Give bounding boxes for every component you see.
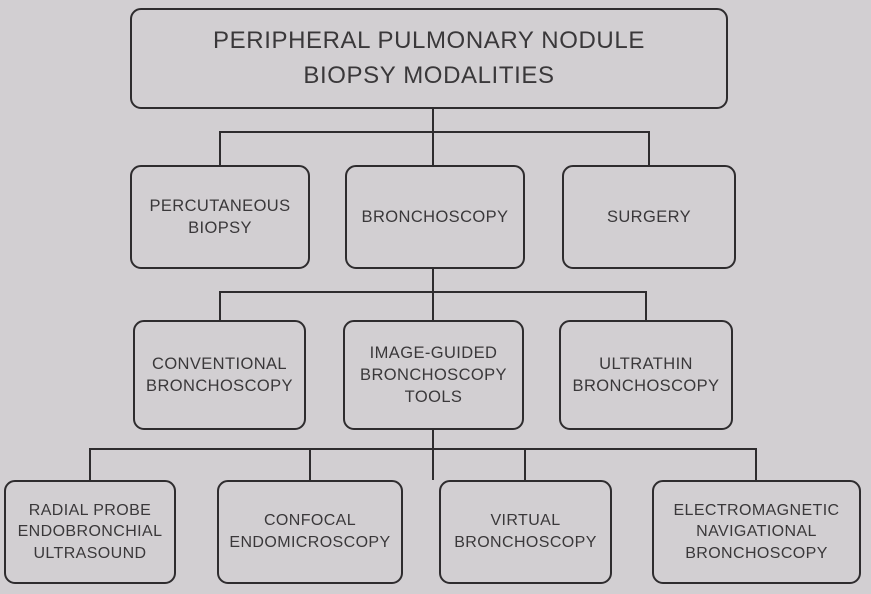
node-percutaneous-biopsy-label: PERCUTANEOUS BIOPSY (149, 196, 291, 237)
node-image-guided-bronchoscopy-tools-label: IMAGE-GUIDED BRONCHOSCOPY TOOLS (360, 343, 507, 407)
node-electromagnetic-navigational-bronchoscopy-label: ELECTROMAGNETIC NAVIGATIONAL BRONCHOSCOP… (673, 501, 840, 562)
node-bronchoscopy-label: BRONCHOSCOPY (361, 207, 509, 226)
node-conventional-bronchoscopy-label: CONVENTIONAL BRONCHOSCOPY (146, 354, 293, 395)
node-image-guided-bronchoscopy-tools: IMAGE-GUIDED BRONCHOSCOPY TOOLS (343, 320, 524, 430)
connector-drop-surgery (648, 131, 650, 165)
node-bronchoscopy: BRONCHOSCOPY (345, 165, 525, 269)
node-ultrathin-bronchoscopy: ULTRATHIN BRONCHOSCOPY (559, 320, 733, 430)
connector-drop-conventional (219, 291, 221, 320)
node-percutaneous-biopsy: PERCUTANEOUS BIOPSY (130, 165, 310, 269)
connector-level2-bus (219, 131, 650, 133)
node-surgery-label: SURGERY (606, 207, 692, 226)
node-virtual-bronchoscopy-label: VIRTUAL BRONCHOSCOPY (454, 512, 597, 551)
connector-drop-virtual (524, 448, 526, 480)
connector-drop-percutaneous (219, 131, 221, 165)
connector-drop-ultrathin (645, 291, 647, 320)
node-ultrathin-bronchoscopy-label: ULTRATHIN BRONCHOSCOPY (572, 354, 720, 395)
connector-drop-electromagnetic (755, 448, 757, 480)
connector-bronchoscopy-spine (432, 268, 434, 321)
connector-level4-bus (89, 448, 757, 450)
node-radial-probe-endobronchial-ultrasound: RADIAL PROBE ENDOBRONCHIAL ULTRASOUND (4, 480, 176, 584)
node-root-label: PERIPHERAL PULMONARY NODULE BIOPSY MODAL… (213, 26, 645, 89)
node-electromagnetic-navigational-bronchoscopy: ELECTROMAGNETIC NAVIGATIONAL BRONCHOSCOP… (652, 480, 861, 584)
node-conventional-bronchoscopy: CONVENTIONAL BRONCHOSCOPY (133, 320, 306, 430)
connector-level3-bus (219, 291, 647, 293)
node-radial-probe-endobronchial-ultrasound-label: RADIAL PROBE ENDOBRONCHIAL ULTRASOUND (17, 501, 163, 562)
connector-root-spine (432, 108, 434, 166)
connector-drop-confocal (309, 448, 311, 480)
node-confocal-endomicroscopy: CONFOCAL ENDOMICROSCOPY (217, 480, 403, 584)
node-surgery: SURGERY (562, 165, 736, 269)
connector-drop-radial-probe (89, 448, 91, 480)
node-virtual-bronchoscopy: VIRTUAL BRONCHOSCOPY (439, 480, 612, 584)
node-confocal-endomicroscopy-label: CONFOCAL ENDOMICROSCOPY (229, 512, 391, 551)
connector-image-guided-spine (432, 429, 434, 480)
node-root: PERIPHERAL PULMONARY NODULE BIOPSY MODAL… (130, 8, 728, 109)
